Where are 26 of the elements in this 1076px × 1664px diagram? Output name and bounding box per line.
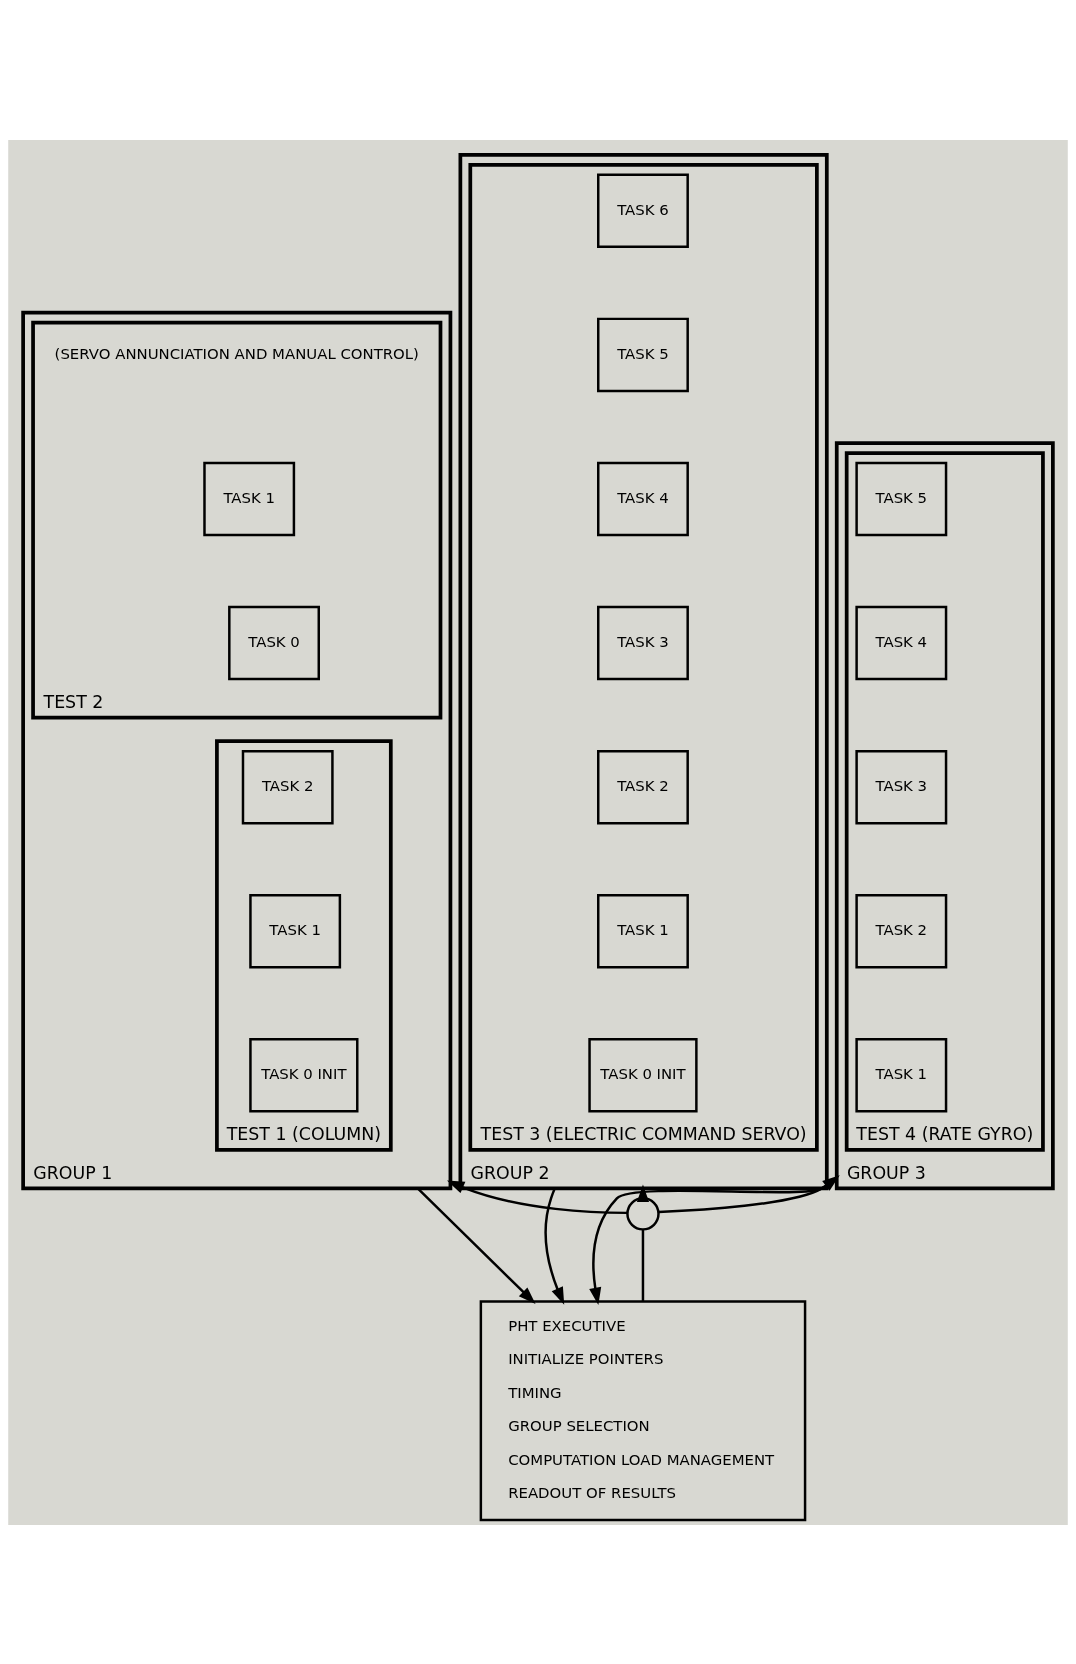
node-box: TASK 6	[597, 173, 689, 248]
node-label: (SERVO ANNUNCIATION AND MANUAL CONTROL)	[54, 344, 419, 363]
arrow	[447, 1180, 628, 1214]
arrow	[636, 1184, 650, 1202]
node-box: TASK 0 INIT	[249, 1037, 359, 1113]
node-box: TASK 1	[203, 461, 296, 536]
node-box: TASK 1	[597, 893, 689, 968]
node-box: TASK 2	[855, 893, 948, 968]
node-box: TASK 3	[597, 605, 689, 680]
node-box: TASK 1	[249, 893, 342, 968]
node-box: TASK 2	[241, 749, 334, 824]
node-box: TASK 5	[855, 461, 948, 536]
arrow	[416, 1187, 536, 1304]
node-box: TASK 5	[597, 317, 689, 392]
node-box: TASK 1	[855, 1037, 948, 1113]
arrow	[658, 1174, 840, 1213]
node-box: TASK 4	[855, 605, 948, 680]
node-box: TASK 2	[597, 749, 689, 824]
arrow	[589, 1176, 838, 1305]
node-box: PHT EXECUTIVE INITIALIZE POINTERS TIMING GROUP SELECTION COMPUTATION LOAD MANAGEMENT READOUT OF RESULTS	[479, 1299, 807, 1521]
node-box: TASK 0	[228, 605, 320, 680]
connector	[641, 1229, 645, 1301]
node-box: TASK 0 INIT	[588, 1037, 698, 1113]
arrow	[544, 1187, 565, 1305]
node-box: TASK 3	[855, 749, 948, 824]
node-box: TASK 4	[597, 461, 689, 536]
